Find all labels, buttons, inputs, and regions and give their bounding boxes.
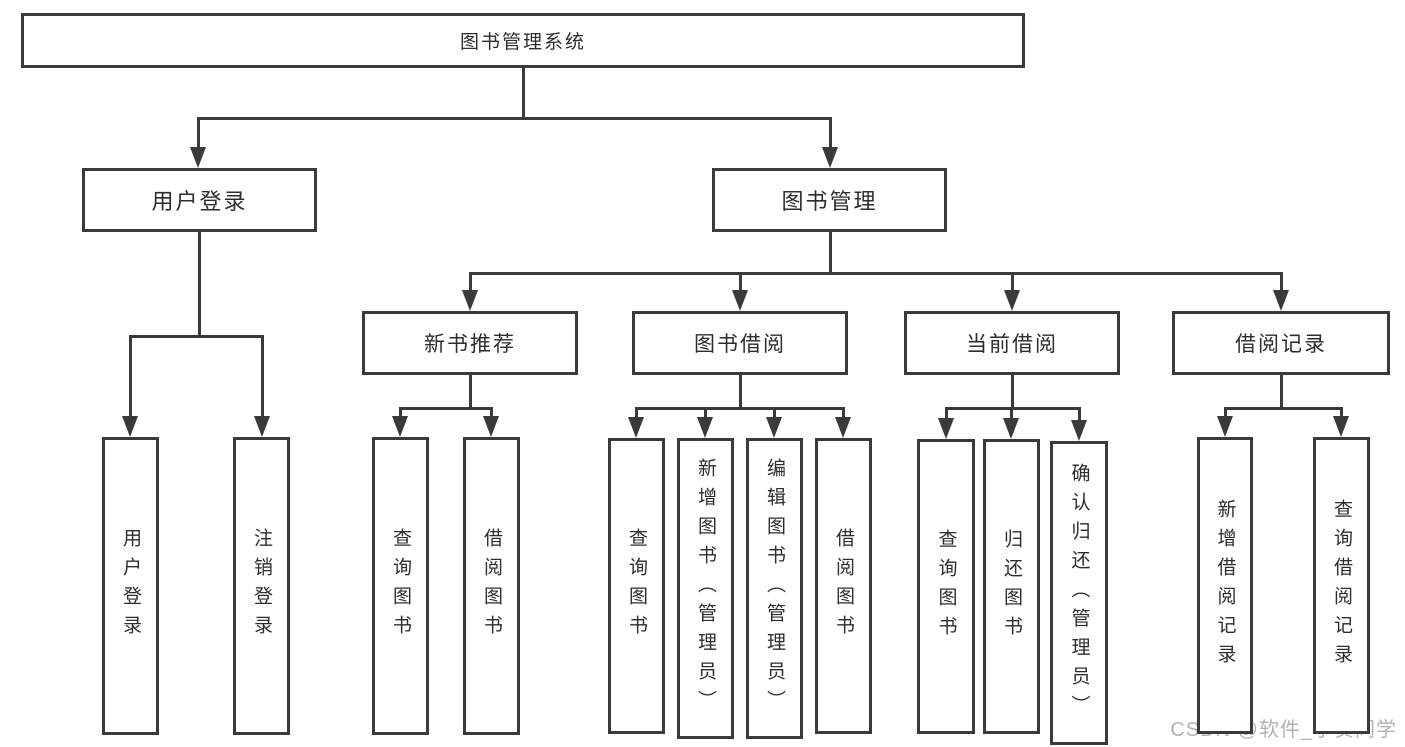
arrow-down-icon (938, 418, 954, 439)
node-label: 当前借阅 (966, 333, 1058, 356)
node-book-borrow: 图书借阅 (632, 311, 848, 375)
node-label: 图书管理 (781, 189, 878, 214)
arrow-down-icon (190, 147, 206, 168)
node-label: 确认归还（管理员） (1068, 462, 1090, 724)
node-label: 借阅记录 (1235, 333, 1327, 356)
node-label: 用户登录 (120, 528, 141, 644)
connector-line (261, 336, 264, 418)
node-label: 用户登录 (151, 189, 248, 214)
node-leaf-return-book: 归还图书 (983, 439, 1040, 734)
connector-line (399, 408, 402, 419)
connector-line (635, 407, 845, 410)
arrow-down-icon (1217, 416, 1233, 437)
connector-line (129, 336, 132, 418)
arrow-down-icon (254, 416, 270, 437)
node-label: 查询借阅记录 (1331, 498, 1352, 673)
node-leaf-add-book: 新增图书（管理员） (677, 438, 734, 739)
connector-line (1280, 373, 1283, 408)
node-leaf-add-record: 新增借阅记录 (1197, 437, 1253, 734)
connector-line (490, 408, 493, 419)
connector-line (469, 273, 472, 293)
node-user-login: 用户登录 (82, 168, 317, 232)
node-leaf-borrow-book-a: 借阅图书 (463, 437, 520, 735)
connector-line (197, 118, 200, 150)
connector-line (704, 408, 707, 420)
node-label: 新增借阅记录 (1214, 498, 1236, 673)
connector-line (739, 273, 742, 293)
connector-line (1340, 408, 1343, 419)
node-leaf-borrow-book-b: 借阅图书 (815, 438, 872, 734)
connector-line (945, 407, 1081, 410)
node-label: 归还图书 (1001, 528, 1022, 645)
connector-line (773, 408, 776, 420)
arrow-down-icon (1003, 418, 1019, 439)
connector-line (1224, 407, 1343, 410)
connector-line (739, 373, 742, 408)
connector-line (399, 407, 493, 410)
arrow-down-icon (1333, 416, 1349, 437)
arrow-down-icon (766, 417, 782, 438)
arrow-down-icon (1004, 290, 1020, 311)
node-new-book-recommend: 新书推荐 (362, 311, 578, 375)
connector-line (522, 66, 525, 118)
arrow-down-icon (392, 416, 408, 437)
connector-line (829, 118, 832, 150)
connector-line (1280, 273, 1283, 293)
connector-line (1078, 408, 1081, 423)
node-current-borrow: 当前借阅 (904, 311, 1120, 375)
connector-line (829, 230, 832, 273)
node-label: 查询图书 (390, 528, 411, 644)
node-root: 图书管理系统 (21, 13, 1025, 68)
node-leaf-query-record: 查询借阅记录 (1313, 437, 1370, 734)
arrow-down-icon (483, 416, 499, 437)
connector-line (635, 408, 638, 420)
node-borrow-record: 借阅记录 (1172, 311, 1390, 375)
node-label: 新书推荐 (424, 333, 516, 356)
connector-line (842, 408, 845, 420)
node-leaf-confirm-return: 确认归还（管理员） (1050, 441, 1108, 745)
node-label: 借阅图书 (833, 528, 854, 644)
node-label: 编辑图书（管理员） (764, 458, 785, 719)
connector-line (198, 230, 201, 336)
node-leaf-edit-book: 编辑图书（管理员） (746, 438, 803, 739)
arrow-down-icon (835, 417, 851, 438)
connector-line (197, 117, 832, 120)
node-leaf-user-login: 用户登录 (102, 437, 159, 735)
node-label: 图书管理系统 (459, 32, 586, 53)
connector-line (1011, 373, 1014, 408)
node-label: 图书借阅 (694, 333, 786, 356)
connector-line (1011, 273, 1014, 293)
node-leaf-query-book-c: 查询图书 (917, 439, 975, 734)
node-label: 注销登录 (251, 528, 272, 644)
arrow-down-icon (1071, 420, 1087, 441)
connector-line (129, 335, 264, 338)
node-label: 查询图书 (935, 528, 957, 645)
arrow-down-icon (732, 290, 748, 311)
node-label: 查询图书 (626, 528, 647, 644)
arrow-down-icon (628, 417, 644, 438)
connector-line (469, 272, 1283, 275)
arrow-down-icon (1273, 290, 1289, 311)
arrow-down-icon (462, 290, 478, 311)
node-label: 借阅图书 (481, 528, 502, 644)
node-book-management: 图书管理 (712, 168, 947, 232)
arrow-down-icon (122, 416, 138, 437)
connector-line (945, 408, 948, 421)
connector-line (469, 373, 472, 408)
connector-line (1010, 408, 1013, 421)
node-leaf-query-book-a: 查询图书 (372, 437, 429, 735)
arrow-down-icon (822, 147, 838, 168)
node-label: 新增图书（管理员） (695, 458, 716, 719)
node-leaf-query-book-b: 查询图书 (608, 438, 665, 734)
node-leaf-logout: 注销登录 (233, 437, 290, 735)
arrow-down-icon (697, 417, 713, 438)
connector-line (1224, 408, 1227, 419)
